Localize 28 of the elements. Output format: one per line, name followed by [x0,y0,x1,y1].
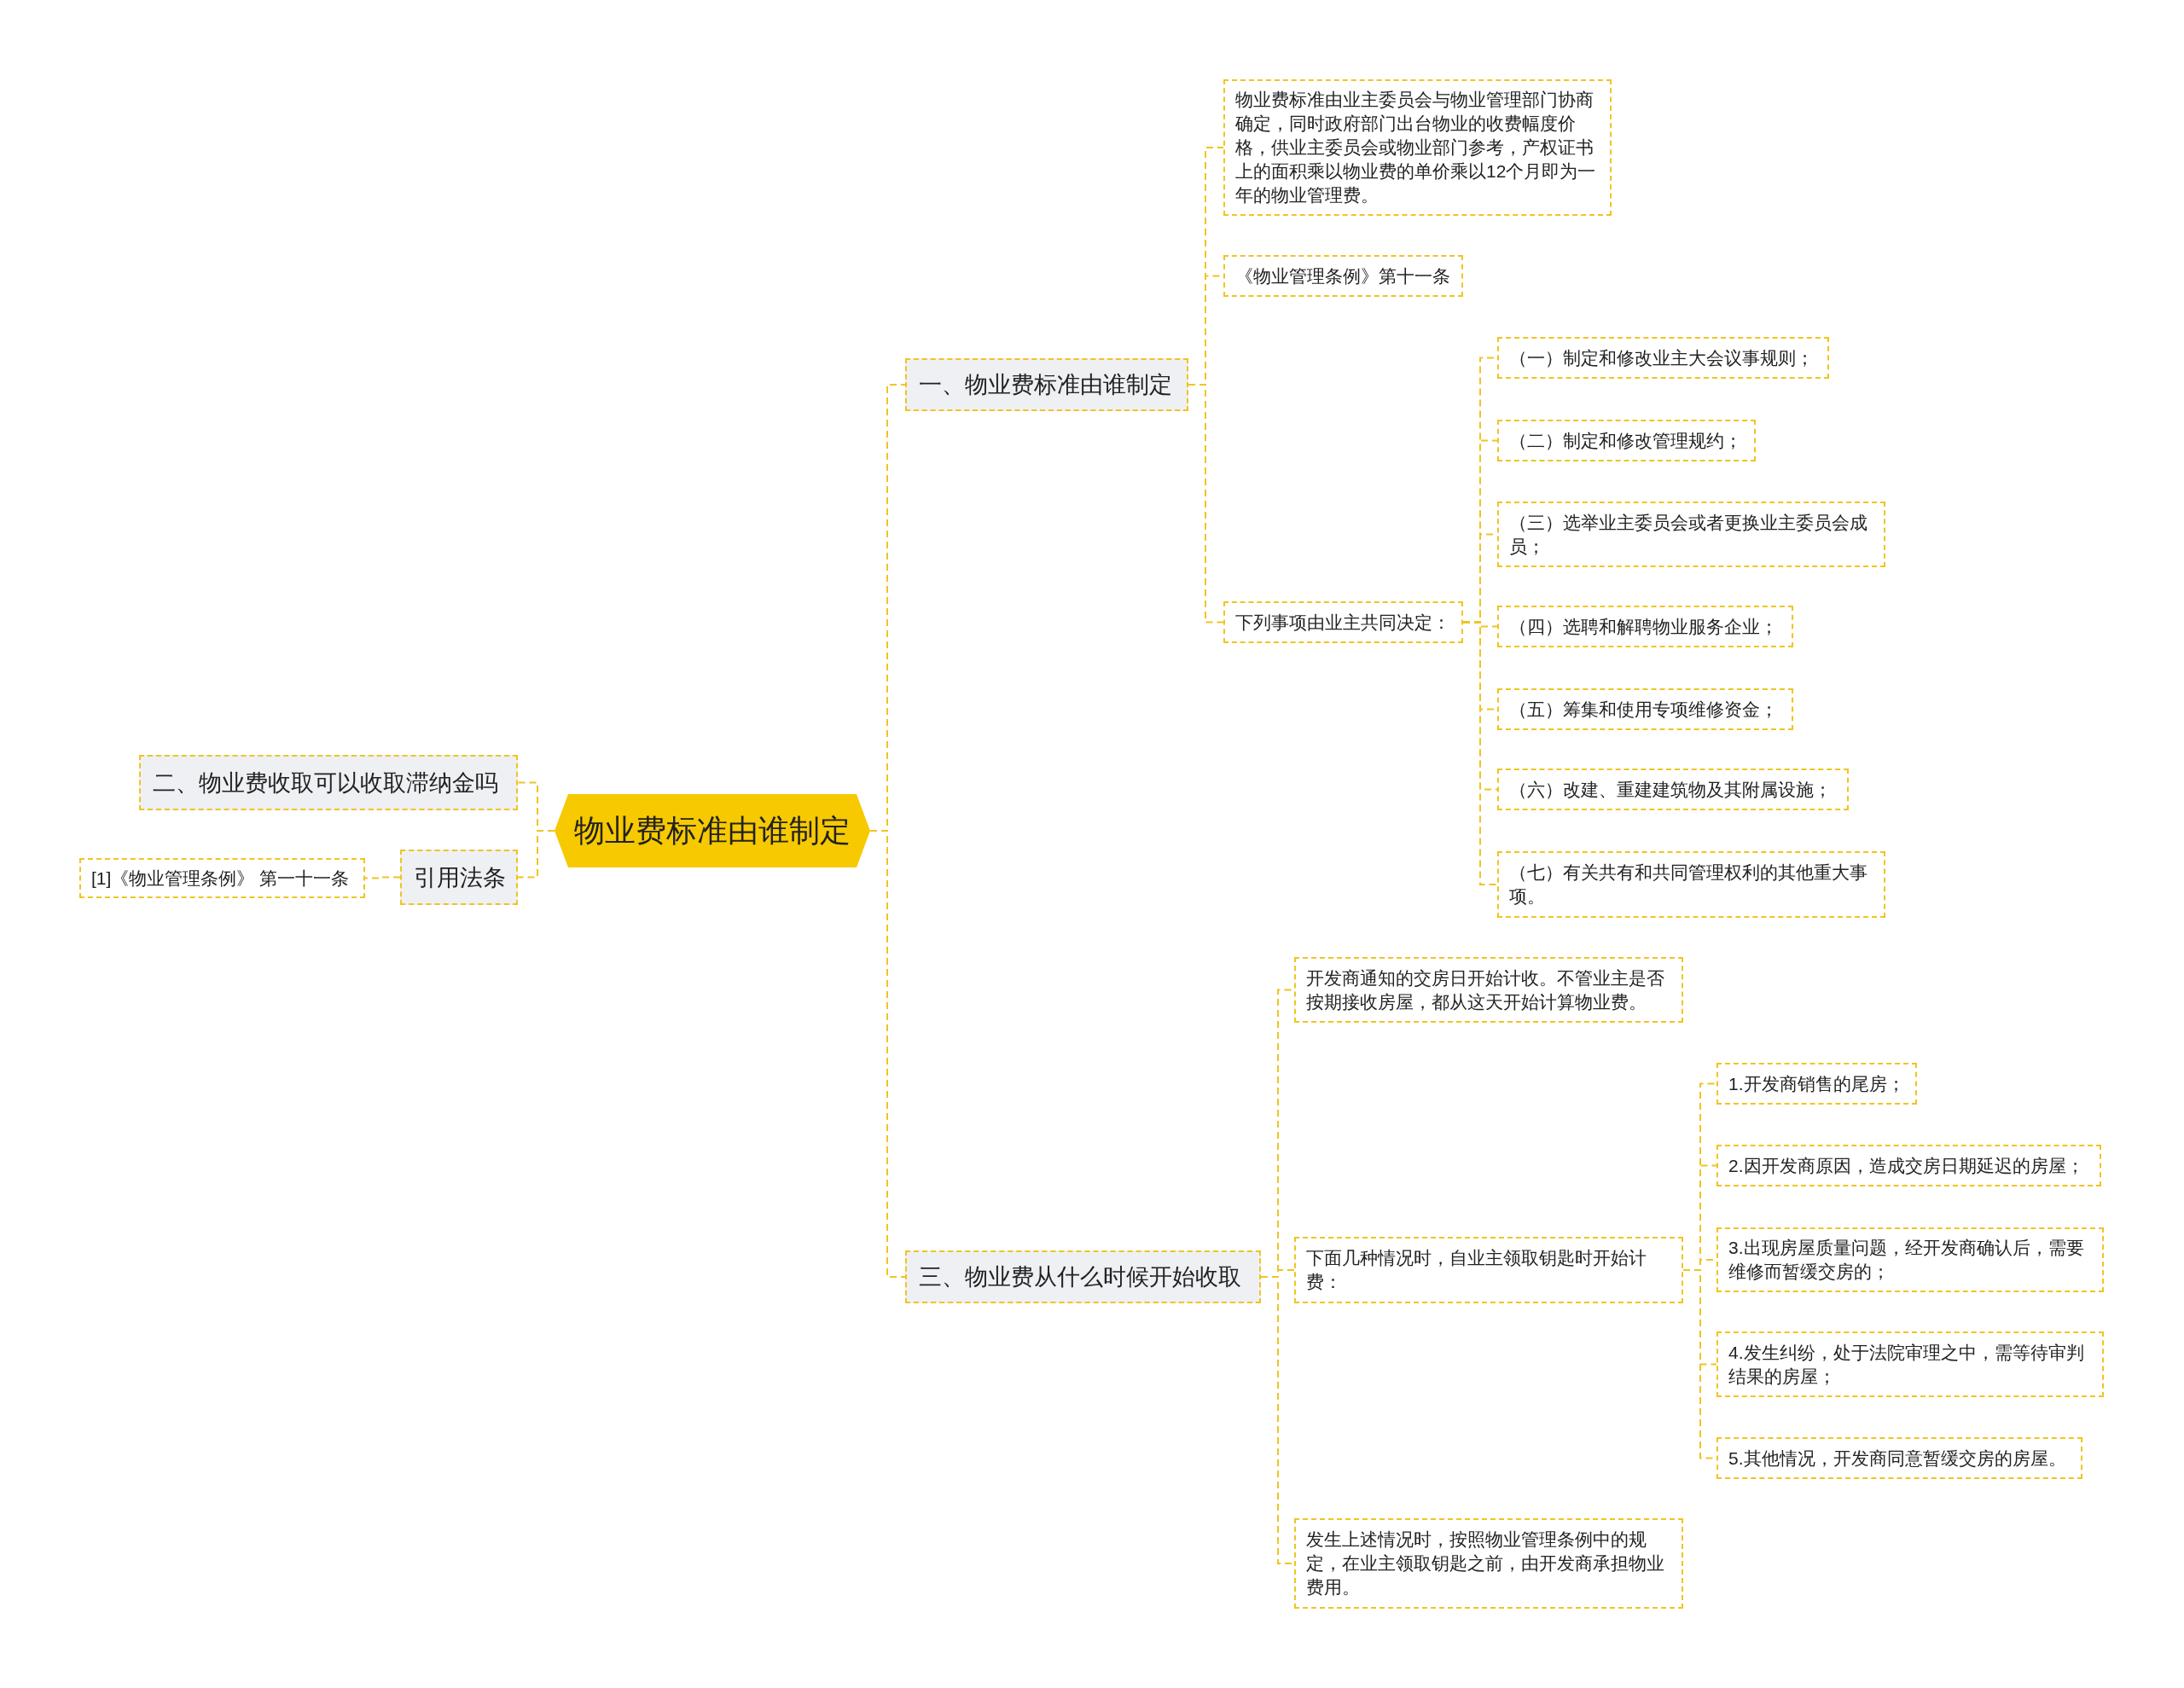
note-box: （三）选举业主委员会或者更换业主委员会成员； [1497,502,1885,567]
note-box: （二）制定和修改管理规约； [1497,420,1756,461]
topic-box: 一、物业费标准由谁制定 [905,358,1188,411]
note-box: 5.其他情况，开发商同意暂缓交房的房屋。 [1716,1437,2082,1479]
note-box: 开发商通知的交房日开始计收。不管业主是否按期接收房屋，都从这天开始计算物业费。 [1294,957,1683,1023]
note-box: [1]《物业管理条例》 第一十一条 [79,858,365,898]
note-box: 1.开发商销售的尾房； [1716,1063,1917,1105]
note-box: （四）选聘和解聘物业服务企业； [1497,606,1793,647]
topic-box: 三、物业费从什么时候开始收取 [905,1250,1261,1303]
note-box: 4.发生纠纷，处于法院审理之中，需等待审判结果的房屋； [1716,1331,2104,1397]
topic-box: 二、物业费收取可以收取滞纳金吗 [139,755,518,810]
note-box: 下面几种情况时，自业主领取钥匙时开始计费： [1294,1237,1683,1303]
connector-line [1462,621,1498,885]
note-box: （七）有关共有和共同管理权利的其他重大事项。 [1497,851,1885,918]
connector-line [1188,384,1224,624]
note-box: （五）筹集和使用专项维修资金； [1497,688,1793,730]
note-box: 3.出现房屋质量问题，经开发商确认后，需要维修而暂缓交房的； [1716,1227,2104,1292]
topic-box: 引用法条 [400,850,518,905]
note-box: 发生上述情况时，按照物业管理条例中的规定，在业主领取钥匙之前，由开发商承担物业费用。 [1294,1518,1683,1609]
note-box: 下列事项由业主共同决定： [1223,601,1463,643]
connector-line [517,830,555,879]
topic-hexagon: 物业费标准由谁制定 [555,794,870,867]
note-box: 《物业管理条例》第十一条 [1223,255,1463,297]
note-box: 2.因开发商原因，造成交房日期延迟的房屋； [1716,1145,2101,1186]
note-box: （一）制定和修改业主大会议事规则； [1497,337,1829,379]
note-box: （六）改建、重建建筑物及其附属设施； [1497,769,1849,810]
connector-line [364,876,401,879]
note-box: 物业费标准由业主委员会与物业管理部门协商确定，同时政府部门出台物业的收费幅度价格，供业主委员会或物业部门参考，产权证书上的面积乘以物业费的单价乘以12个月即为一年的物业管理费。 [1223,79,1612,216]
